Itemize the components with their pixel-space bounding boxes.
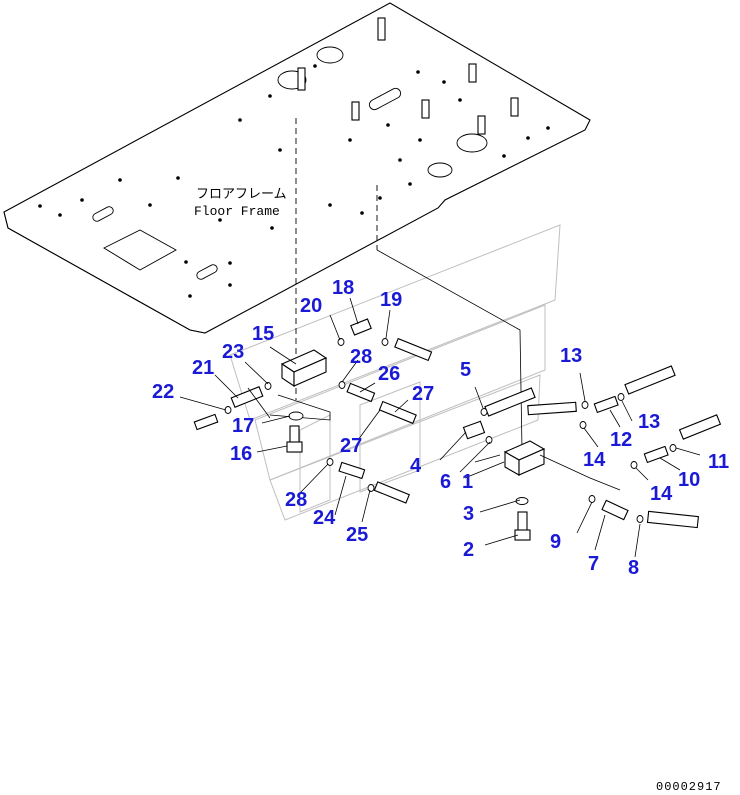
callout-17: 17 [232,415,254,437]
callout-10: 10 [678,469,700,491]
callout-15: 15 [252,323,274,345]
frame-label-en: Floor Frame [194,204,280,219]
callout-13a: 13 [560,345,582,367]
callout-14a: 14 [583,449,606,471]
callouts: 1 2 3 4 5 6 7 8 9 10 11 12 13 13 14 14 1… [152,277,729,579]
callout-4: 4 [410,455,422,477]
callout-6: 6 [440,471,451,493]
fittings [193,318,722,541]
callout-2: 2 [463,539,474,561]
right-valve-block [503,440,621,491]
callout-1: 1 [462,471,473,493]
callout-18: 18 [332,277,354,299]
callout-27b: 27 [340,435,362,457]
plate-studs [297,17,519,135]
drawing-code: 00002917 [656,780,722,794]
callout-26: 26 [378,363,400,385]
callout-28a: 28 [350,346,372,368]
frame-label-jp: フロアフレーム [196,187,287,202]
callout-9: 9 [550,531,561,553]
callout-22: 22 [152,381,174,403]
callout-28b: 28 [285,489,307,511]
plate-holes [38,64,550,298]
callout-20: 20 [300,295,322,317]
left-valve-block [269,349,331,421]
callout-23: 23 [222,341,244,363]
callout-12: 12 [610,429,632,451]
floor-frame-plate [3,2,591,334]
callout-21: 21 [192,357,214,379]
callout-24: 24 [313,507,336,529]
leader-lines [179,297,701,558]
callout-7: 7 [588,553,599,575]
callout-3: 3 [463,503,474,525]
callout-16: 16 [230,443,252,465]
callout-25: 25 [346,524,368,546]
callout-27a: 27 [412,383,434,405]
callout-13b: 13 [638,411,660,433]
callout-14b: 14 [650,483,673,505]
callout-11: 11 [708,451,729,473]
callout-8: 8 [628,557,639,579]
callout-5: 5 [460,359,471,381]
callout-19: 19 [380,289,402,311]
